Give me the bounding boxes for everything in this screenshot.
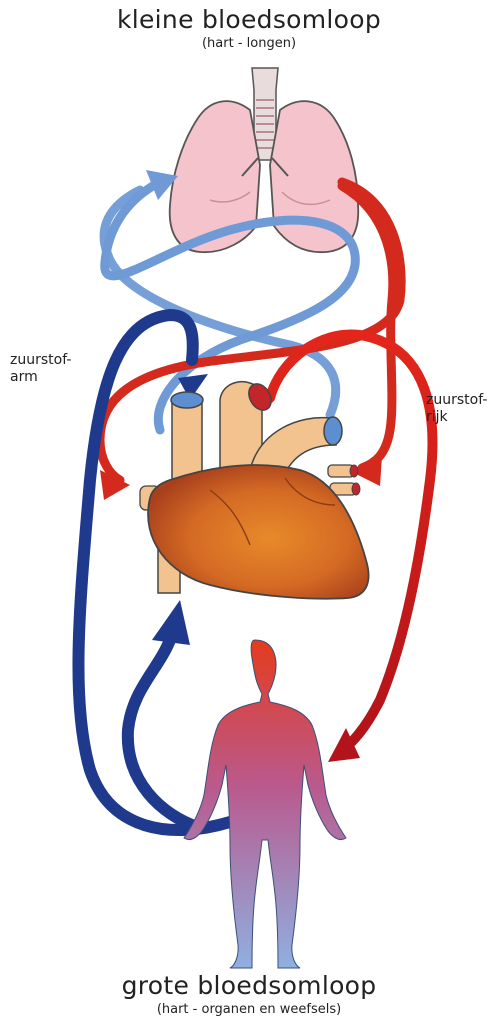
pulmonary-circulation-title: kleine bloedsomloop [0, 6, 498, 34]
top-title: kleine bloedsomloop (hart - longen) [0, 6, 498, 51]
deoxygenated-label: zuurstof- arm [10, 352, 71, 386]
systemic-circulation-title: grote bloedsomloop [0, 972, 498, 1000]
pulmonary-circulation-subtitle: (hart - longen) [0, 36, 498, 51]
oxygenated-label: zuurstof- rijk [426, 392, 487, 426]
systemic-circulation-subtitle: (hart - organen en weefsels) [0, 1002, 498, 1017]
oxygenated-label-line1: zuurstof- [426, 392, 487, 409]
deoxygenated-label-line1: zuurstof- [10, 352, 71, 369]
human-body-icon [184, 640, 346, 968]
deoxygenated-label-line2: arm [10, 369, 71, 386]
bottom-title: grote bloedsomloop (hart - organen en we… [0, 972, 498, 1017]
oxygenated-label-line2: rijk [426, 409, 487, 426]
